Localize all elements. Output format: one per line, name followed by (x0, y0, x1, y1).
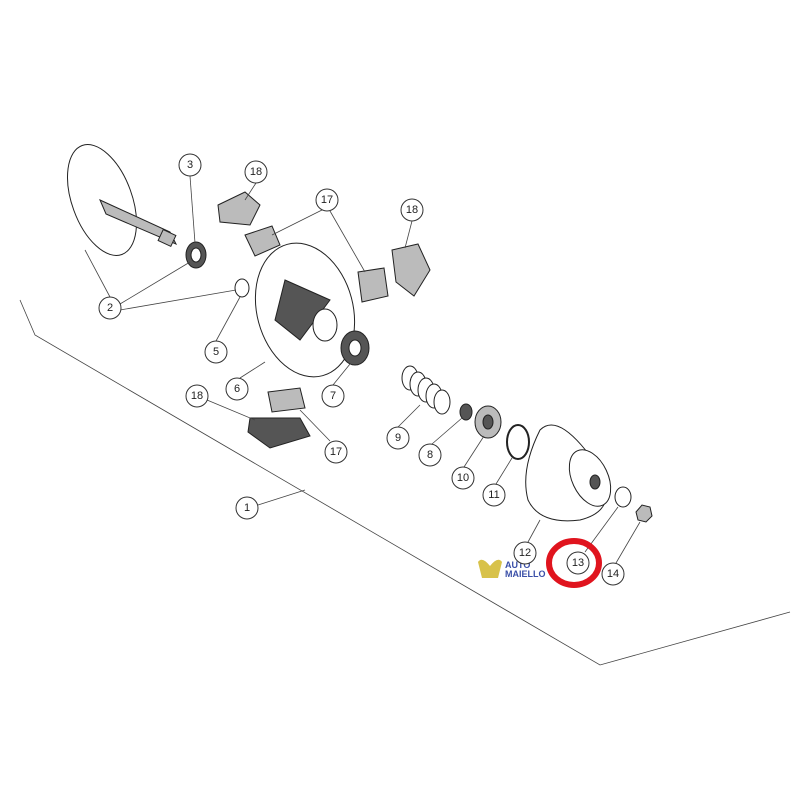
callout-label: 1 (244, 502, 250, 514)
callout-17: 17 (315, 188, 339, 212)
svg-text:MAIELLO: MAIELLO (505, 569, 546, 579)
callout-circle (400, 198, 424, 222)
callout-label: 18 (191, 390, 203, 402)
part-variator-plate-6 (254, 242, 356, 378)
callout-2: 2 (98, 296, 122, 320)
callout-18: 18 (400, 198, 424, 222)
callout-18: 18 (244, 160, 268, 184)
callout-5: 5 (204, 340, 228, 364)
callout-10: 10 (451, 466, 475, 490)
callout-label: 14 (607, 568, 619, 580)
part-weight-roller-18 (217, 191, 261, 226)
callout-circle (324, 440, 348, 464)
callout-label: 12 (519, 547, 531, 559)
callout-3: 3 (178, 153, 202, 177)
callout-label: 5 (213, 346, 219, 358)
callout-label: 11 (488, 489, 499, 501)
callout-circle (451, 466, 475, 490)
callout-circle (566, 551, 590, 575)
callout-6: 6 (225, 377, 249, 401)
callout-11: 11 (482, 483, 506, 507)
callout-circle (204, 340, 228, 364)
part-front-sheave (67, 144, 178, 256)
part-rear-sheave-12 (525, 424, 612, 522)
callout-circle (482, 483, 506, 507)
callout-circle (244, 160, 268, 184)
callout-label: 18 (250, 166, 262, 178)
callout-circle (98, 296, 122, 320)
callout-label: 8 (427, 449, 433, 461)
part-bushing-10 (474, 405, 502, 439)
callout-circle (225, 377, 249, 401)
part-washer-5 (234, 278, 250, 298)
part-washer-8 (459, 403, 473, 421)
leader-lines (84, 175, 641, 564)
callout-label: 13 (572, 557, 584, 569)
callout-label: 18 (406, 204, 418, 216)
part-nut-14 (635, 504, 653, 523)
callout-label: 9 (395, 432, 401, 444)
callout-circle (315, 188, 339, 212)
part-slider-17 (244, 225, 389, 303)
callout-7: 7 (321, 384, 345, 408)
callout-circle (178, 153, 202, 177)
part-washer-13 (614, 486, 632, 508)
callout-label: 7 (330, 390, 336, 402)
part-slider-17b (267, 387, 306, 413)
auto-maiello-logo: AUTO MAIELLO (478, 559, 546, 579)
callout-17: 17 (324, 440, 348, 464)
callout-14: 14 (601, 562, 625, 586)
part-spring-9 (401, 365, 451, 415)
highlight-ring-13 (546, 538, 602, 588)
assembly-boundary (19, 299, 791, 666)
callout-13: 13 (566, 551, 590, 575)
part-weight-roller-18c (247, 417, 311, 449)
callout-circle (321, 384, 345, 408)
callout-9: 9 (386, 426, 410, 450)
part-circlip-11 (506, 424, 530, 460)
callout-1: 1 (235, 496, 259, 520)
part-bearing-2 (185, 241, 207, 269)
callout-label: 2 (107, 302, 113, 314)
callout-circle (235, 496, 259, 520)
callout-circle (185, 384, 209, 408)
callout-circle (418, 443, 442, 467)
callout-circle (386, 426, 410, 450)
callout-circle (601, 562, 625, 586)
callout-8: 8 (418, 443, 442, 467)
callout-label: 17 (321, 194, 333, 206)
callout-18: 18 (185, 384, 209, 408)
callout-12: 12 (513, 541, 537, 565)
callout-label: 10 (457, 472, 469, 484)
callout-label: 17 (330, 446, 342, 458)
callout-label: 6 (234, 383, 240, 395)
part-weight-roller-18b (391, 243, 431, 297)
callout-label: 3 (187, 159, 193, 171)
part-bearing-7 (340, 330, 370, 366)
svg-text:AUTO: AUTO (505, 560, 530, 570)
callout-circle (513, 541, 537, 565)
